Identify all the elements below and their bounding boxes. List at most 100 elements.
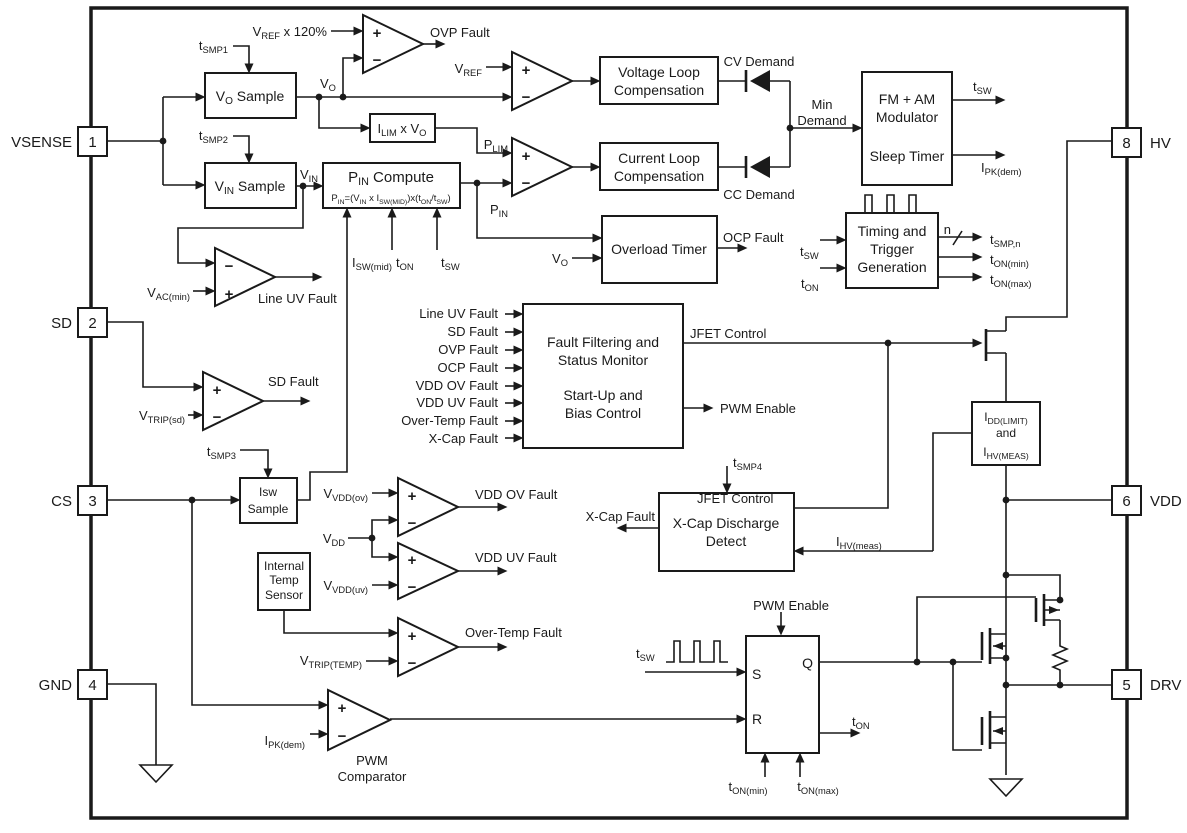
signal-labels: tSMP1 tSMP2 tSMP3 tSMP4 VREF x 120% OVP … [139,24,1032,796]
block-fault-filtering: Fault Filtering and Status Monitor Start… [522,303,684,449]
label-vvdd-ov: VVDD(ov) [324,486,369,503]
block-overload-timer: Overload Timer [601,215,718,284]
label-isw-mid: ISW(mid) [352,255,392,272]
mosfet-bottom-arrow [993,727,1003,735]
label-tsw-latch: tSW [636,646,655,663]
label-line-uv-fault: Line UV Fault [258,291,337,306]
label-tsw-stub: tSW [441,255,460,272]
block-isw-sample: Isw Sample [239,477,298,524]
block-xcap-discharge-detect: X-Cap Discharge Detect [658,492,795,572]
plus-sign: + [338,700,347,717]
label-vo-node: VO [320,76,336,93]
fault-input-line-uv: Line UV Fault [419,306,498,321]
pin-drv: 5 DRV [1111,669,1181,700]
pulse-icon-timing [856,194,925,218]
plus-sign: + [408,552,417,569]
label-tsmp2: tSMP2 [199,128,228,145]
pin-label: SD [51,315,72,332]
pin-label: HV [1150,135,1171,152]
minus-sign: − [213,409,222,426]
block-idd-limit-ihv-meas: IDD(LIMIT) and IHV(MEAS) [971,401,1041,466]
pin-label: CS [51,493,72,510]
minus-sign: − [338,728,347,745]
block-pin-compute: PIN Compute PIN=(VIN x ISW(MID))x(tON/tS… [322,162,461,209]
block-label: Sleep Timer [870,148,945,164]
label-vtrip-sd: VTRIP(sd) [139,408,185,425]
pin-number: 1 [88,134,96,151]
block-label: FM + AM [879,91,935,107]
pin-label: GND [39,677,73,694]
label-min-demand: Min [812,97,833,112]
minus-sign: − [522,175,531,192]
fault-input-vdd-uv: VDD UV Fault [416,395,498,410]
fault-input-over-temp: Over-Temp Fault [401,413,498,428]
pin-number: 4 [88,677,96,694]
block-label: Internal [264,559,304,573]
pin-number: 3 [88,493,96,510]
label-ocp-fault: OCP Fault [723,230,784,245]
block-label: Timing and [858,223,927,239]
label-tsmp3: tSMP3 [207,444,236,461]
block-internal-temp-sensor: Internal Temp Sensor [257,552,311,611]
label-vin-node: VIN [300,167,318,184]
label-over-temp-fault: Over-Temp Fault [465,625,562,640]
label-bus-width-n: n [944,222,951,237]
block-label: Voltage Loop [618,64,700,80]
block-title: PIN Compute [348,169,434,188]
fault-input-sd: SD Fault [447,324,498,339]
block-ilim-x-vo: ILIM x VO [369,113,436,143]
pin-label: VSENSE [11,134,72,151]
label-cv-demand: CV Demand [724,54,795,69]
latch-s-label: S [752,666,761,682]
label-ton-max-latch: tON(max) [797,779,839,796]
label-jfet-control: JFET Control [690,326,766,341]
block-label: Start-Up and [563,387,642,403]
label-vdd-ov-fault: VDD OV Fault [475,487,558,502]
fault-input-ovp: OVP Fault [438,342,498,357]
fault-input-vdd-ov: VDD OV Fault [416,378,499,393]
block-label: Trigger [870,241,914,257]
block-vin-sample: VIN Sample [204,162,297,209]
block-label: X-Cap Discharge [673,515,780,531]
label-tsw-timing-in: tSW [800,244,819,261]
block-fm-am-modulator: FM + AM Modulator Sleep Timer [861,71,953,186]
plus-sign: + [408,488,417,505]
comparator-vdd-uv: + − [397,541,461,601]
block-label: Fault Filtering and [547,334,659,350]
block-formula: PIN=(VIN x ISW(MID))x(tON/tSW) [331,193,450,206]
latch-q-label: Q [802,655,813,671]
junction-dots [159,93,1064,689]
label-ton-latch-out: tON [852,714,870,731]
label-tsw-out: tSW [973,79,992,96]
label-min-demand: Demand [797,113,846,128]
comparator-over-temp: + − [397,616,461,678]
plus-sign: + [225,286,234,303]
block-label: Modulator [876,109,939,125]
label-vref: VREF [455,61,483,78]
plus-sign: + [213,382,222,399]
block-label: VO Sample [216,88,285,107]
block-label: Sensor [265,588,303,602]
pin-label: DRV [1150,677,1181,694]
label-vo-overload: VO [552,251,568,268]
minus-sign: − [408,579,417,596]
ground-symbol-driver [988,778,1024,798]
diode-cv [744,70,770,92]
block-label: Sample [248,502,289,516]
plus-sign: + [522,148,531,165]
block-label: IDD(LIMIT) [984,410,1028,426]
pin-label: VDD [1150,493,1182,510]
mosfet-bottom-bars [980,711,992,749]
plus-sign: + [522,62,531,79]
block-label: ILIM x VO [378,121,427,138]
mosfet-top-arrow [1049,606,1059,614]
label-ovp-fault: OVP Fault [430,25,490,40]
diode-cc [744,156,770,178]
comparator-current-loop: + − [511,136,575,198]
pin-number: 5 [1122,677,1130,694]
comparator-voltage-loop: + − [511,50,575,112]
label-vdd: VDD [323,531,345,548]
block-label: IHV(MEAS) [983,445,1029,461]
